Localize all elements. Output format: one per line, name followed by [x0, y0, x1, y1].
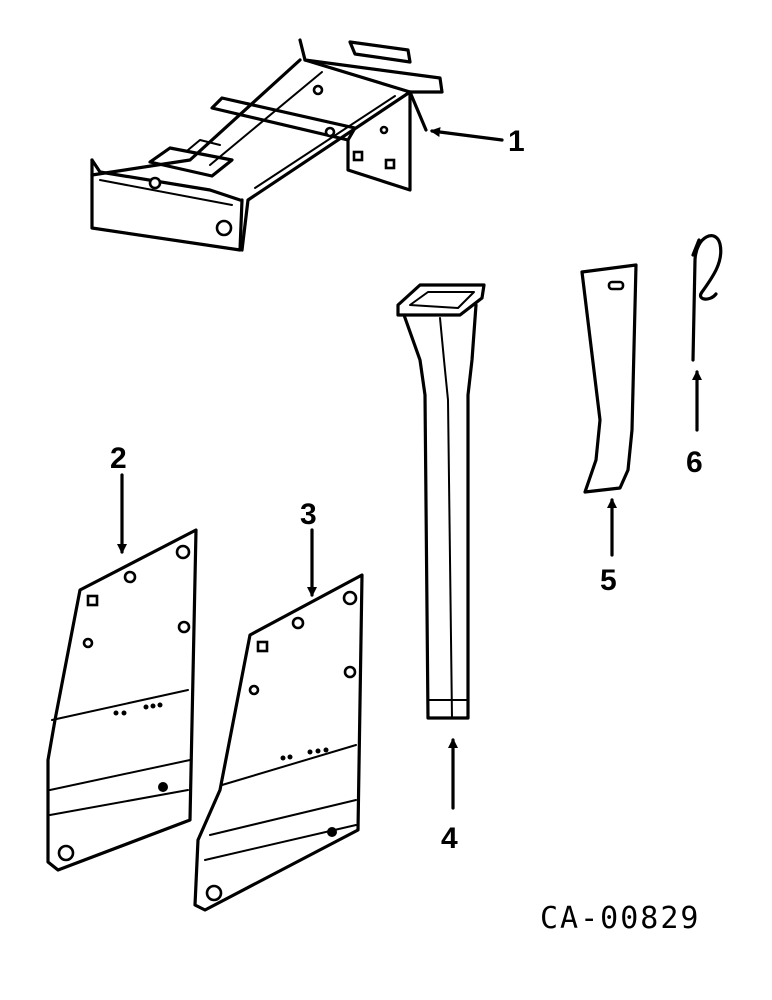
callout-6: 6 — [686, 446, 703, 479]
arrow-1 — [430, 127, 504, 142]
part-4-column — [396, 283, 486, 720]
part-1-frame — [90, 38, 444, 252]
callout-3: 3 — [300, 498, 317, 531]
part-6-cotter-pin — [691, 234, 723, 362]
callout-4: 4 — [441, 822, 458, 855]
part-2-panel — [46, 528, 198, 872]
figure-id: CA-00829 — [540, 901, 701, 936]
part-3-panel — [193, 573, 364, 912]
callout-5: 5 — [600, 564, 617, 597]
part-5-blade — [580, 263, 638, 494]
callout-2: 2 — [110, 442, 127, 475]
callout-1: 1 — [508, 125, 525, 158]
